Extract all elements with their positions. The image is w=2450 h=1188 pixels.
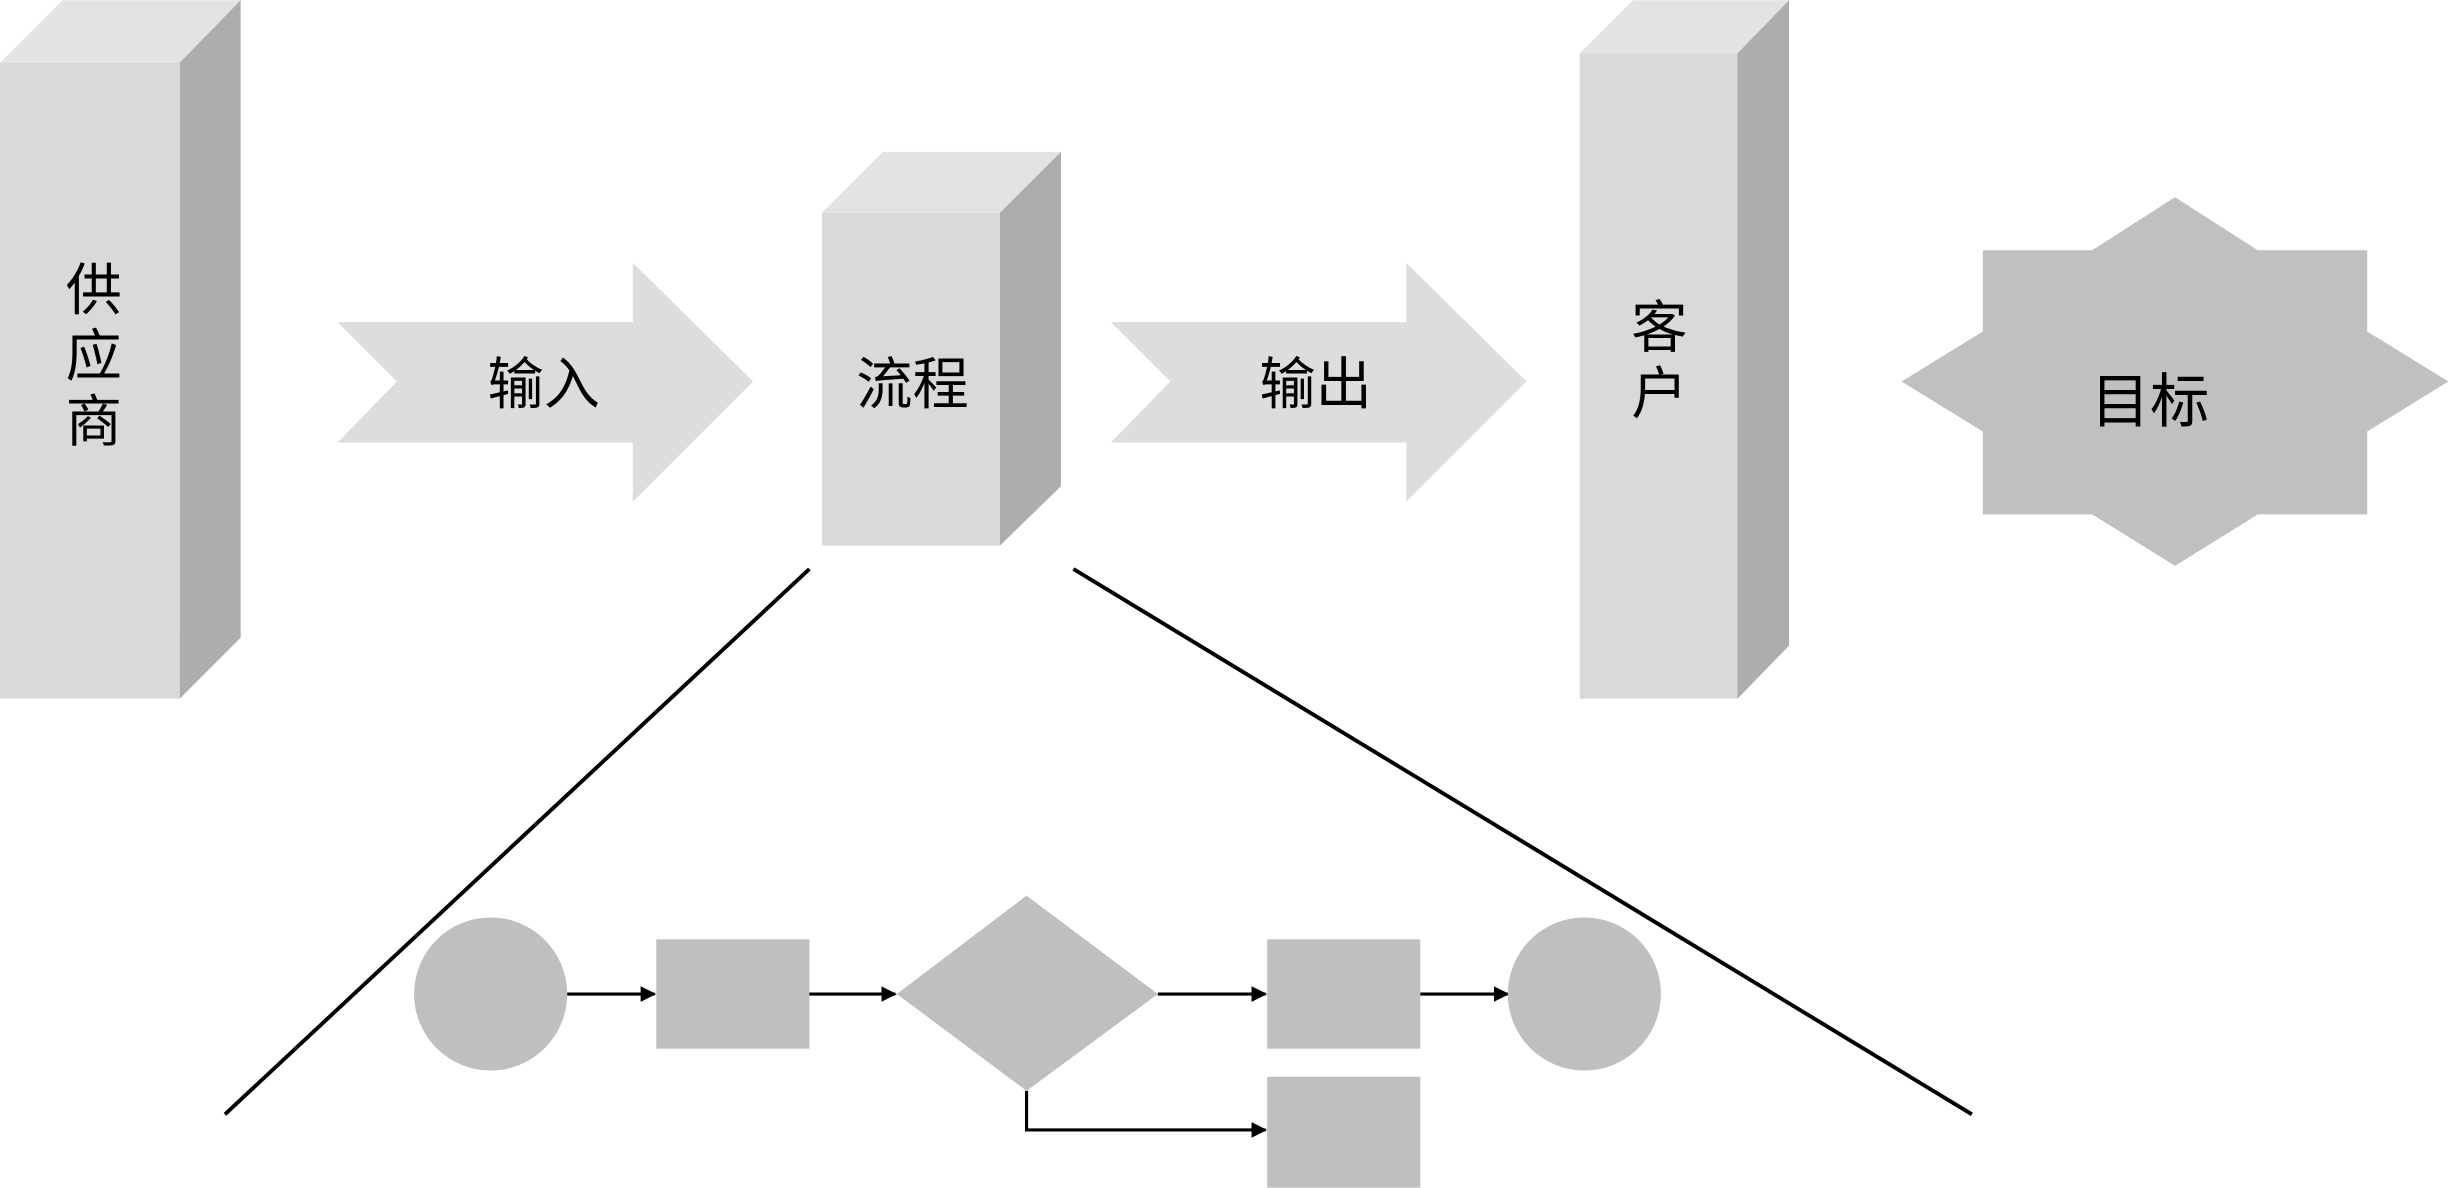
goal-label: 目标 [2091,368,2210,437]
customer-label-1: 客 [1631,296,1687,361]
goal-star-shape [1901,197,2449,566]
process-block: 流程 [821,151,1061,546]
supplier-top-face [0,0,241,63]
customer-top-face [1579,0,1790,54]
process-front-face [821,212,1000,546]
supplier-label-3: 商 [66,390,122,455]
zoom-line-left [223,567,811,1116]
supplier-block: 供 应 商 [0,0,241,699]
decision-diamond [896,895,1158,1091]
zoom-line-right [1072,567,1973,1116]
customer-side-face [1737,0,1790,699]
supplier-label-1: 供 [66,259,122,324]
process-flowchart [414,895,1661,1188]
step-box-1 [656,939,810,1049]
customer-label-2: 户 [1631,362,1687,427]
supplier-side-face [179,0,241,699]
supplier-front-face [0,62,180,699]
step-box-3 [1267,1076,1421,1188]
process-side-face [1000,151,1061,546]
process-top-face [821,151,1061,213]
step-box-2 [1267,939,1421,1049]
start-circle [414,917,568,1071]
output-label: 输出 [1259,352,1372,417]
customer-block: 客 户 [1579,0,1790,699]
arrow-decision-to-step3 [1025,1090,1268,1138]
supplier-label-2: 应 [66,324,122,389]
output-arrow-shape [1110,262,1527,502]
customer-front-face [1579,53,1738,699]
output-arrow: 输出 [1110,262,1527,502]
input-arrow: 输入 [337,262,754,502]
input-arrow-shape [337,262,754,502]
process-label: 流程 [856,352,969,417]
end-circle [1507,917,1661,1071]
input-label: 输入 [487,352,600,417]
goal-star: 目标 [1901,197,2449,566]
